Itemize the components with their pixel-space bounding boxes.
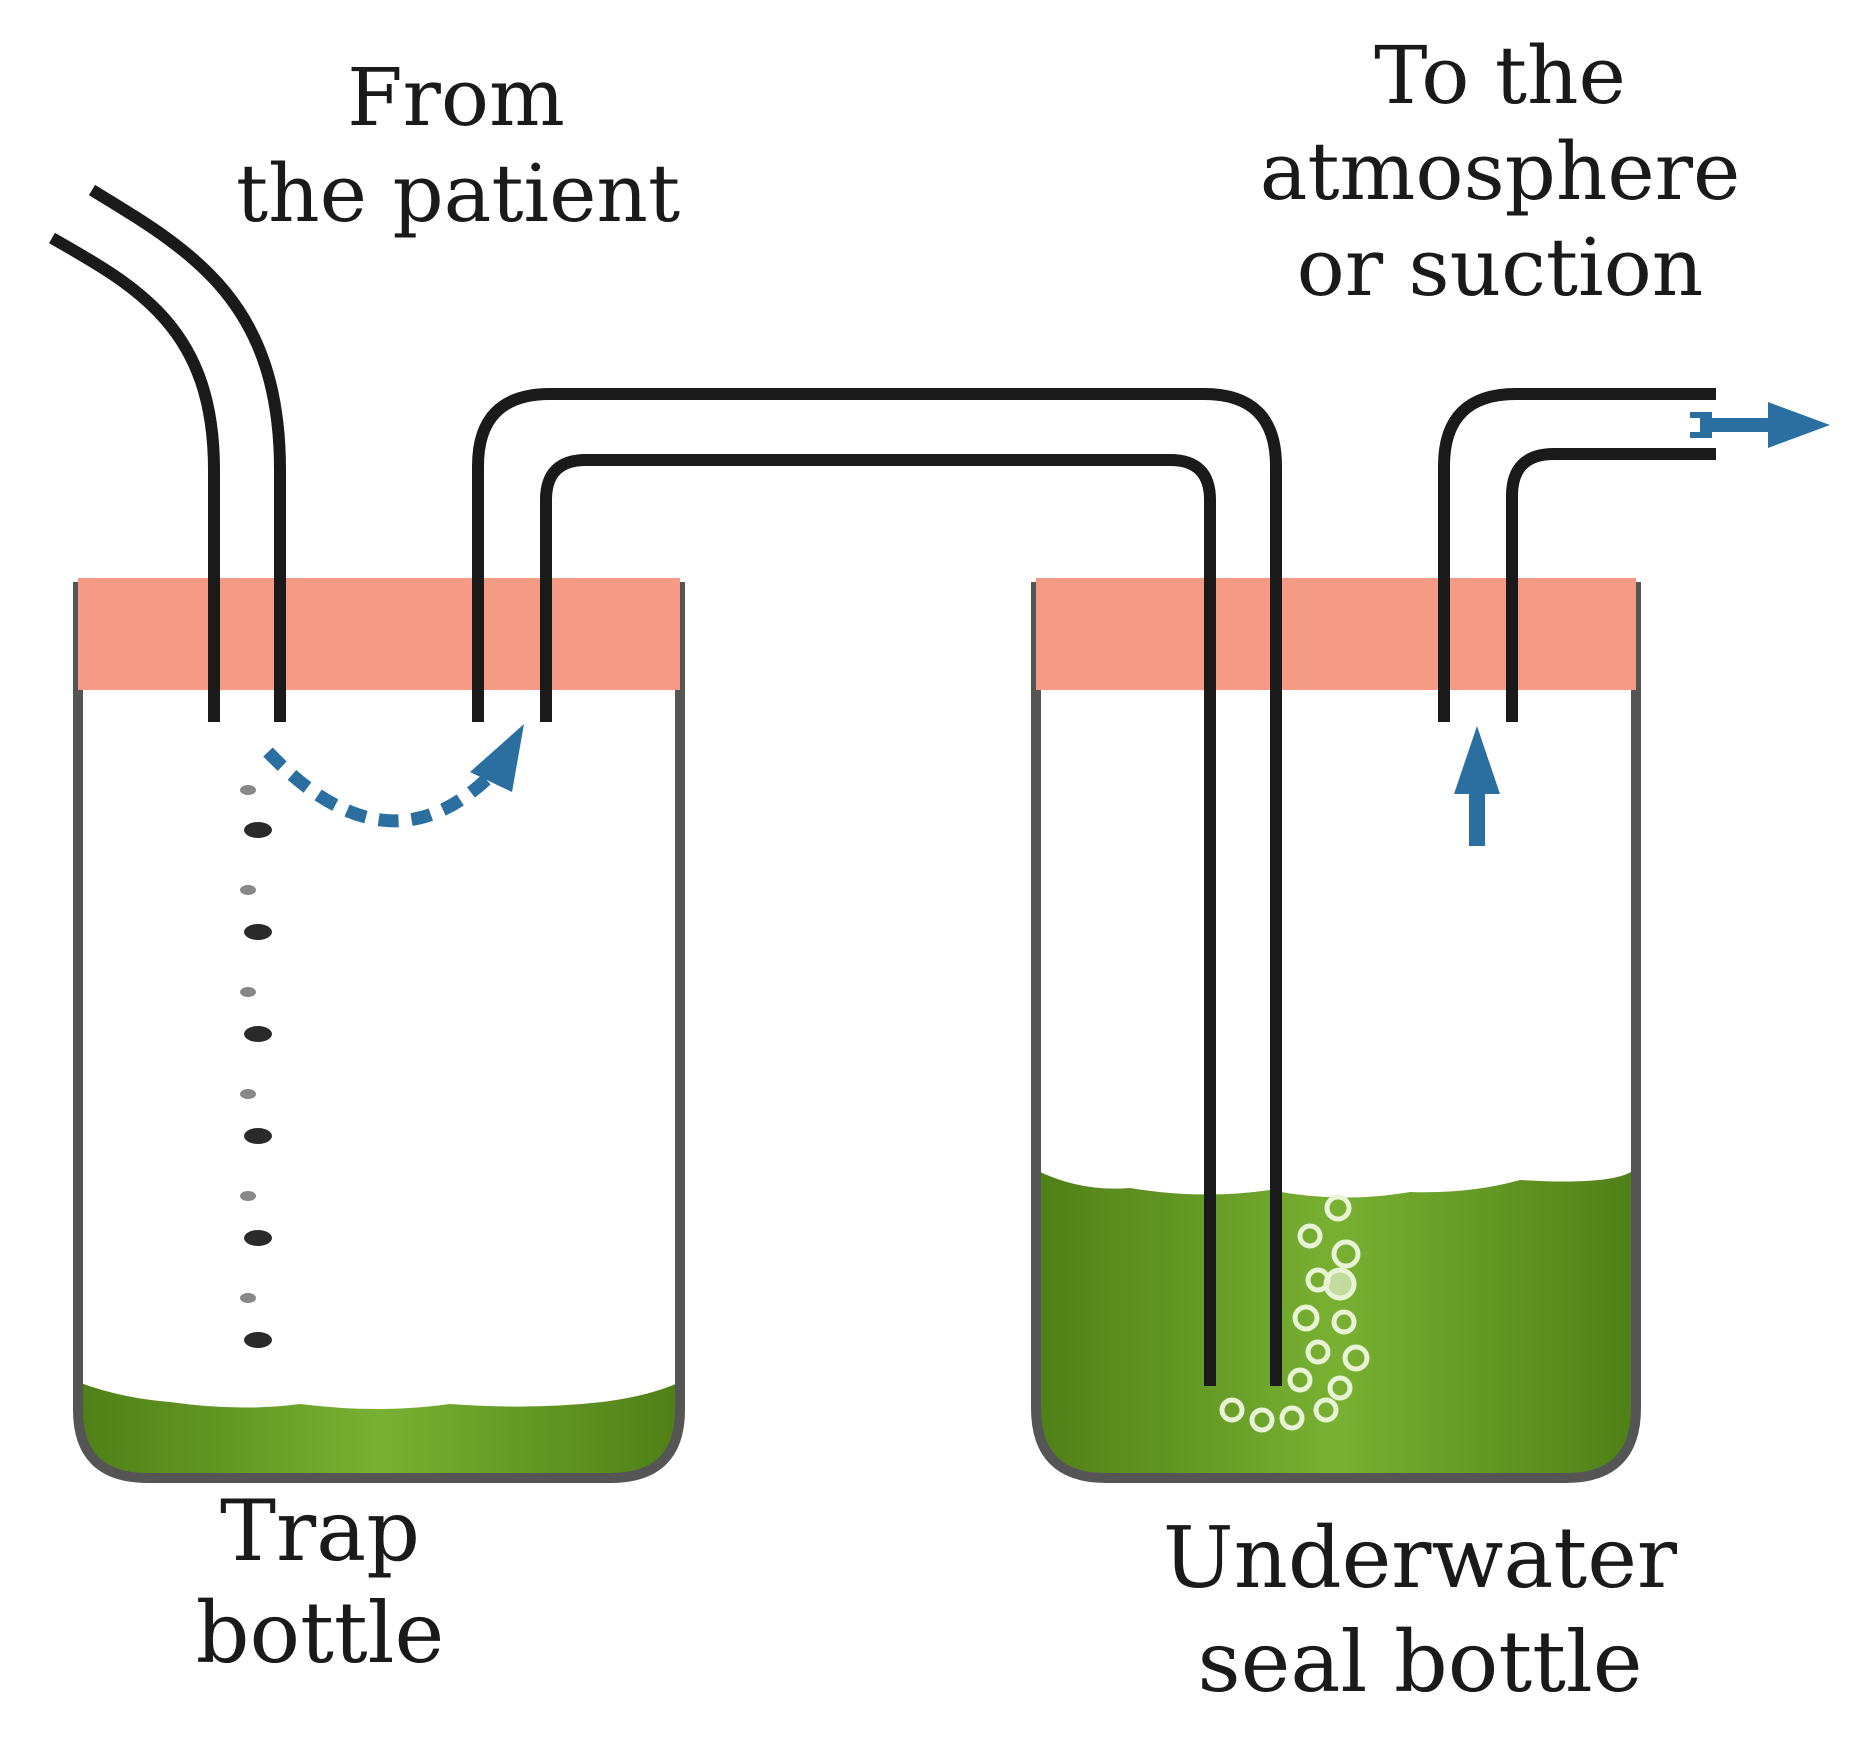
label-to-line3: or suction	[1296, 221, 1704, 314]
label-trap-line1: Trap	[219, 1482, 421, 1580]
label-from-line1: From	[347, 51, 565, 144]
trap-bottle-liquid	[78, 1382, 680, 1478]
seal-bottle-wall	[1031, 582, 1641, 1483]
label-trap-bottle: Trap bottle	[170, 1480, 470, 1684]
seal-bottle-stopper	[1036, 578, 1636, 690]
label-to-line2: atmosphere	[1259, 125, 1741, 218]
trap-bottle	[73, 578, 685, 1483]
label-trap-line2: bottle	[195, 1584, 445, 1682]
label-seal-line2: seal bottle	[1197, 1613, 1643, 1711]
trap-bottle-wall	[73, 582, 685, 1483]
air-flow-arrow-up	[1454, 726, 1500, 846]
label-to-atmosphere: To the atmosphere or suction	[1240, 28, 1760, 316]
underwater-seal-bottle	[1031, 578, 1641, 1483]
patient-tube	[49, 184, 286, 722]
label-from-line2: the patient	[236, 147, 681, 240]
connecting-tube	[472, 388, 1282, 1386]
air-flow-arrow-trap	[263, 724, 524, 828]
label-seal-bottle: Underwater seal bottle	[1160, 1506, 1680, 1714]
trap-bottle-stopper	[78, 578, 680, 690]
outlet-tube	[1438, 388, 1716, 722]
air-bubbles	[1219, 1194, 1370, 1433]
label-from-patient: From the patient	[236, 50, 681, 242]
label-to-line1: To the	[1374, 29, 1626, 122]
falling-drops	[240, 785, 272, 1348]
label-seal-line1: Underwater	[1162, 1509, 1678, 1607]
air-flow-arrow-out	[1690, 402, 1830, 448]
